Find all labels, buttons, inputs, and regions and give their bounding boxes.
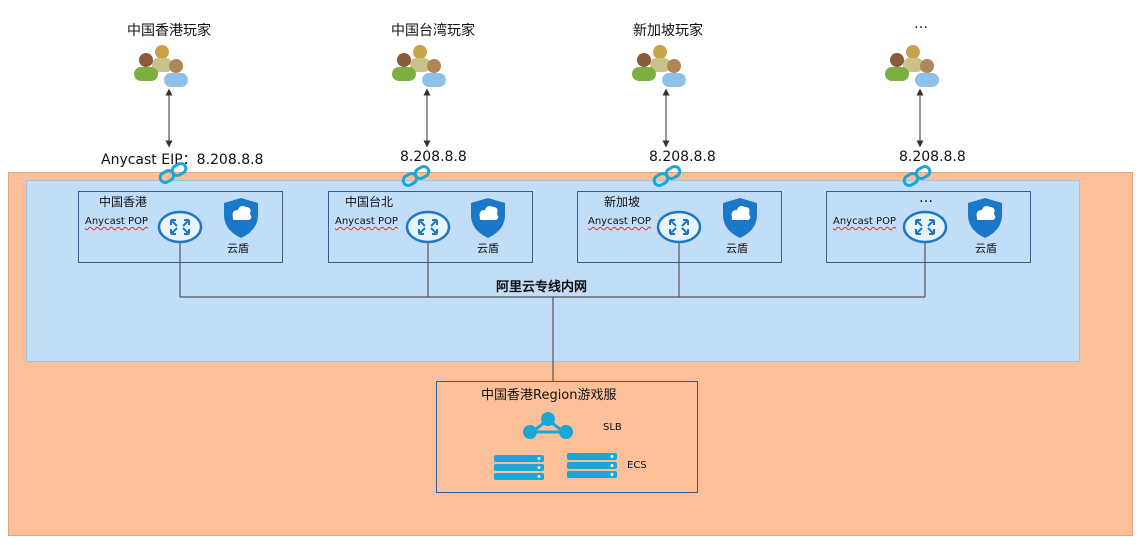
cloud-shield-icon [224,198,258,238]
pop-box: … Anycast POP 云盾 [826,190,1031,263]
slb-icon [523,412,573,439]
player-group-label: 中国香港玩家 [127,23,211,39]
players-group-icon [392,45,446,87]
router-icon [157,210,203,244]
region-box: 中国香港Region游戏服 SLB ECS [436,381,698,493]
router-icon [405,210,451,244]
cloud-shield-label: 云盾 [477,242,499,255]
link-chain-icon [158,162,188,184]
region-title: 中国香港Region游戏服 [481,388,617,403]
cloud-shield-label: 云盾 [726,242,748,255]
pop-box: 中国香港 Anycast POP 云盾 [78,191,283,263]
anycast-ip-label: Anycast EIP：8.208.8.8 [101,152,264,168]
server-icon [567,453,617,478]
slb-label: SLB [603,422,622,433]
cloud-shield-icon [471,198,505,238]
router-icon [902,210,948,244]
player-group-label: 中国台湾玩家 [391,23,475,39]
players-group-icon [632,45,686,87]
anycast-ip-label: 8.208.8.8 [899,149,966,165]
cloud-shield-icon [968,198,1002,238]
pop-title: 中国香港 [99,195,148,209]
network-label: 阿里云专线内网 [496,280,588,295]
pop-type-label: Anycast POP [335,216,398,227]
link-chain-icon [401,165,431,187]
pop-box: 新加坡 Anycast POP 云盾 [577,191,782,263]
router-icon [656,210,702,244]
ecs-label: ECS [627,460,647,471]
cloud-shield-icon [723,198,757,238]
cloud-shield-label: 云盾 [975,242,997,255]
pop-type-label: Anycast POP [85,216,148,227]
player-group-label: 新加坡玩家 [633,23,703,39]
players-group-icon [134,45,188,87]
pop-title: 中国台北 [345,195,394,209]
player-group-label: … [914,16,928,32]
pop-box: 中国台北 Anycast POP 云盾 [328,191,533,263]
anycast-ip-label: 8.208.8.8 [400,149,467,165]
pop-type-label: Anycast POP [588,216,651,227]
players-group-icon [885,45,939,87]
link-chain-icon [902,165,932,187]
pop-title: 新加坡 [604,195,641,209]
anycast-ip-label: 8.208.8.8 [649,149,716,165]
server-icon [494,455,544,480]
pop-type-label: Anycast POP [833,216,896,227]
cloud-shield-label: 云盾 [227,242,249,255]
link-chain-icon [652,165,682,187]
network-bus [179,242,926,381]
pop-title: … [919,190,933,206]
